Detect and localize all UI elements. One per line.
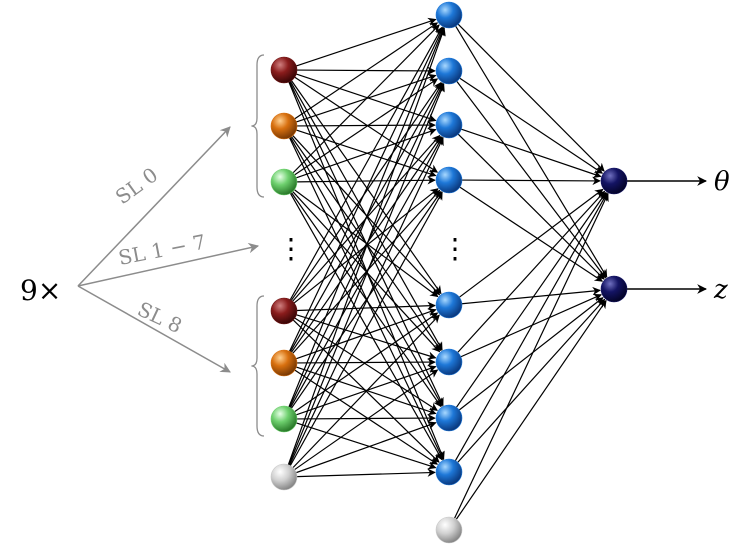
input-node [270,349,298,377]
hidden-output-edge [455,299,607,520]
input-group-brace [251,295,265,437]
input-node [270,112,298,140]
output-label-theta: θ [714,167,730,197]
hidden-output-edge [459,186,604,282]
hidden-output-edge [454,192,608,461]
output-node [600,275,628,303]
input-hidden-edge [296,314,437,360]
input-hidden-edge [292,314,440,469]
input-hidden-edge [289,193,443,461]
input-hidden-edge [296,468,436,478]
network-nodes [270,1,628,544]
input-hidden-edge [296,301,436,312]
hidden-output-edge [455,25,608,278]
input-hidden-edge [294,369,439,471]
hidden-node [435,348,463,376]
input-hidden-edge [296,422,437,470]
input-hidden-edge [290,80,442,295]
input-hidden-edge [296,120,436,130]
input-hidden-edge [296,308,437,360]
hidden-node [435,458,463,486]
hidden-node [435,404,463,432]
connection-edges [287,17,707,520]
branch-arrow [77,126,231,287]
hidden-node [435,291,463,319]
hidden-output-edge [461,176,601,186]
input-ellipsis: ⋮ [277,232,305,265]
hidden-output-edge [460,293,602,358]
hidden-output-edge [459,77,604,174]
input-hidden-edge [296,129,437,178]
input-hidden-edge [294,76,439,173]
branch-arrow [77,285,231,373]
hidden-output-edge [461,286,601,305]
branch-label-sl1-7: SL 1 − 7 [116,230,207,270]
input-hidden-edge [288,83,445,466]
input-hidden-edge [294,312,439,413]
input-hidden-edge [289,137,444,461]
input-hidden-edge [296,128,437,179]
input-hidden-edge [289,26,444,352]
input-multiplier-label: 9× [20,274,61,307]
branch-label-sl0: SL 0 [111,163,162,210]
hidden-node [435,166,463,194]
hidden-node [435,111,463,139]
input-group-brace [251,54,265,198]
input-hidden-edge [296,176,436,185]
input-bias-node [270,463,298,491]
input-hidden-edge [290,190,442,409]
input-hidden-edge [294,22,439,120]
hidden-node [435,1,463,29]
hidden-output-edge [457,23,605,172]
hidden-ellipsis: ⋮ [441,232,469,265]
input-hidden-edge [294,78,439,176]
hidden-output-edge [457,190,606,353]
hidden-output-edge [455,191,607,408]
branch-arrows [77,126,260,373]
input-node [270,168,298,196]
hidden-output-edge [461,128,602,179]
input-hidden-edge [296,73,437,123]
hidden-output-edge [459,188,604,298]
hidden-output-edge [457,133,605,280]
input-braces [251,54,265,437]
input-hidden-edge [289,191,443,466]
input-hidden-edge [288,136,444,466]
input-hidden-edge [296,413,436,423]
input-node [270,405,298,433]
branch-arrow [77,242,260,287]
input-hidden-edge [294,369,439,465]
input-hidden-edge [288,27,445,408]
input-hidden-edge [292,135,441,296]
input-hidden-edge [292,24,440,174]
input-node [270,56,298,84]
input-hidden-edge [289,136,443,408]
hidden-output-edge [458,297,604,411]
input-hidden-edge [290,81,442,301]
hidden-node [435,57,463,85]
hidden-output-edge [457,298,606,463]
input-hidden-edge [296,421,437,474]
input-hidden-edge [294,189,439,298]
output-label-z: z [713,275,728,305]
hidden-output-edge [454,192,609,519]
hidden-output-edge [456,81,607,279]
input-hidden-edge [296,17,437,67]
input-hidden-edge [287,27,446,465]
input-hidden-edge [289,26,443,300]
output-node [600,167,628,195]
input-node [270,297,298,325]
hidden-bias-node [435,516,463,544]
